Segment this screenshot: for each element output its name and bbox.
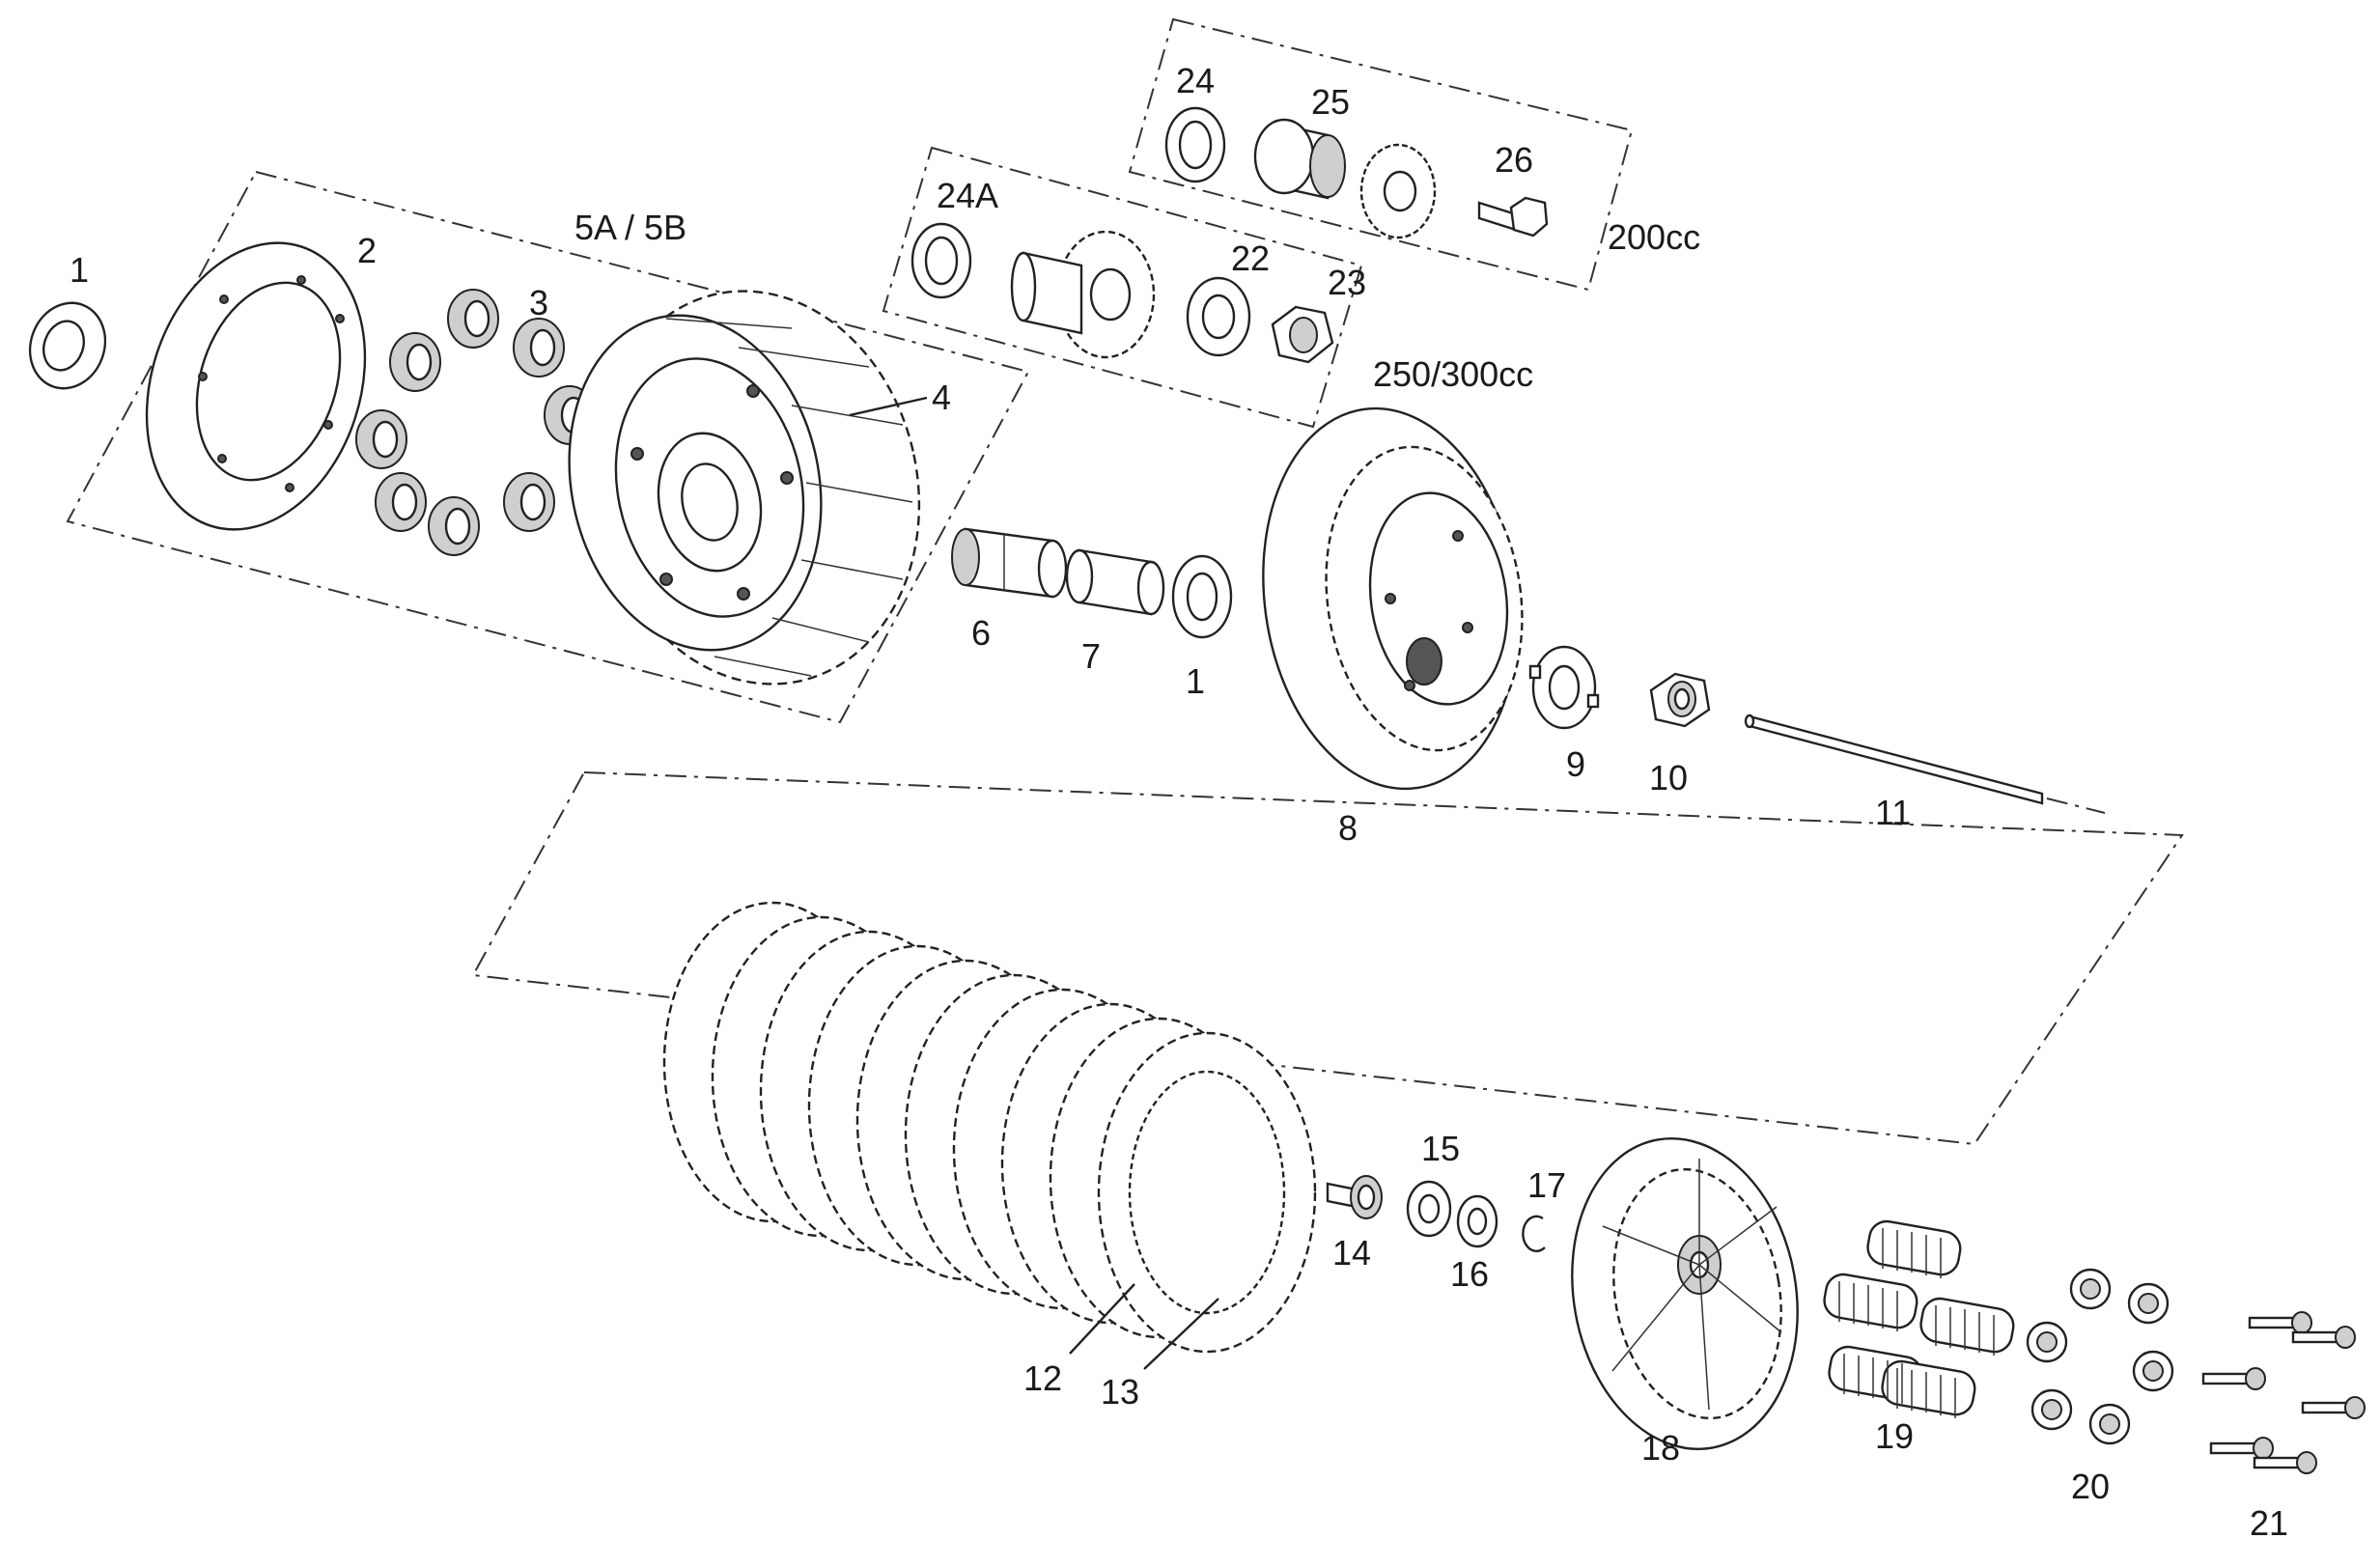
label-part-1-second: 1 xyxy=(1186,661,1205,701)
label-part-13: 13 xyxy=(1101,1372,1139,1412)
bushing-part-25 xyxy=(1253,118,1346,200)
label-part-15: 15 xyxy=(1421,1129,1460,1168)
gear-200cc xyxy=(1359,143,1437,239)
label-part-20: 20 xyxy=(2071,1467,2110,1506)
label-part-12: 12 xyxy=(1023,1358,1062,1398)
label-part-24a: 24A xyxy=(937,176,998,215)
washer-part-22 xyxy=(1186,276,1251,357)
label-part-26: 26 xyxy=(1495,140,1533,180)
label-part-11: 11 xyxy=(1875,793,1911,832)
washer-part-24a xyxy=(910,222,972,299)
label-part-17: 17 xyxy=(1527,1165,1566,1205)
clutch-plates-part-12-13 xyxy=(662,901,1317,1354)
nut-part-23 xyxy=(1271,305,1334,364)
push-rod-part-11 xyxy=(1744,714,2106,814)
bushing-part-7 xyxy=(1065,548,1165,616)
label-part-24: 24 xyxy=(1176,61,1215,100)
bolt-part-26 xyxy=(1477,196,1549,238)
disc-part-2 xyxy=(145,241,367,531)
label-part-19: 19 xyxy=(1875,1416,1914,1456)
washer-part-16 xyxy=(1456,1194,1498,1248)
label-part-4: 4 xyxy=(932,378,951,417)
thrust-piece-part-14 xyxy=(1326,1175,1383,1219)
washer-part-1 xyxy=(28,301,107,390)
inner-hub-part-8 xyxy=(1262,406,1524,791)
bearing-part-15 xyxy=(1406,1180,1452,1238)
label-part-9: 9 xyxy=(1566,744,1585,784)
variant-label-250-300cc: 250/300cc xyxy=(1373,354,1533,394)
spring-cups-part-20 xyxy=(2026,1268,2174,1445)
washer-part-24 xyxy=(1164,106,1226,183)
label-part-8: 8 xyxy=(1338,808,1358,848)
label-part-18: 18 xyxy=(1641,1428,1680,1468)
damper-rubbers-part-3 xyxy=(355,289,596,556)
circlip-part-17 xyxy=(1522,1215,1546,1252)
label-part-16: 16 xyxy=(1450,1254,1489,1294)
label-part-22: 22 xyxy=(1231,238,1270,278)
leader-line-part-4 xyxy=(849,396,928,417)
label-part-5: 5A / 5B xyxy=(574,208,686,247)
primary-gear-250-300cc xyxy=(1010,230,1156,359)
group-boundary-clutch-plates xyxy=(471,770,2184,1146)
pressure-plate-part-18 xyxy=(1571,1137,1799,1450)
springs-part-19 xyxy=(1823,1219,2015,1418)
label-part-10: 10 xyxy=(1649,758,1688,797)
label-part-14: 14 xyxy=(1332,1233,1371,1273)
label-part-25: 25 xyxy=(1311,82,1350,122)
label-part-7: 7 xyxy=(1081,636,1101,676)
bearing-part-6 xyxy=(951,527,1068,599)
clutch-basket-part-4 xyxy=(568,290,921,686)
label-part-1-washer: 1 xyxy=(70,250,89,290)
leader-line-part-12 xyxy=(1069,1283,1135,1355)
lock-washer-part-9 xyxy=(1528,645,1600,730)
group-boundary-200cc xyxy=(1128,17,1634,292)
variant-label-200cc: 200cc xyxy=(1608,217,1700,257)
label-part-3: 3 xyxy=(529,283,548,322)
bolts-part-21 xyxy=(2201,1311,2366,1474)
group-boundary-250-300cc xyxy=(882,146,1363,429)
washer-part-1-second xyxy=(1171,554,1233,639)
label-part-23: 23 xyxy=(1328,263,1366,302)
nut-part-10 xyxy=(1649,672,1711,728)
label-part-6: 6 xyxy=(971,613,991,653)
leader-line-part-13 xyxy=(1143,1298,1219,1370)
label-part-21: 21 xyxy=(2250,1503,2288,1543)
label-part-2: 2 xyxy=(357,231,377,270)
